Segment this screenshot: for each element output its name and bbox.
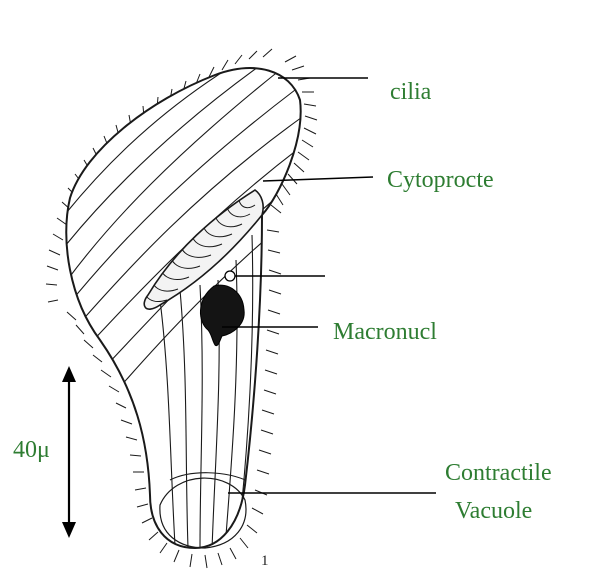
micronucleus (225, 271, 235, 281)
figure-number: 1 (261, 553, 269, 569)
scale-arrow-up-icon (62, 366, 76, 382)
scale-arrow-down-icon (62, 522, 76, 538)
label-contractile: Contractile (445, 460, 552, 486)
label-vacuole: Vacuole (455, 498, 532, 524)
label-cytoprocte: Cytoprocte (387, 167, 494, 193)
scale-bar (62, 366, 76, 538)
label-macronucleus: Macronucl (333, 319, 437, 345)
scale-bar-label: 40μ (13, 437, 50, 463)
cell-body (45, 58, 312, 550)
label-cilia: cilia (390, 79, 432, 105)
